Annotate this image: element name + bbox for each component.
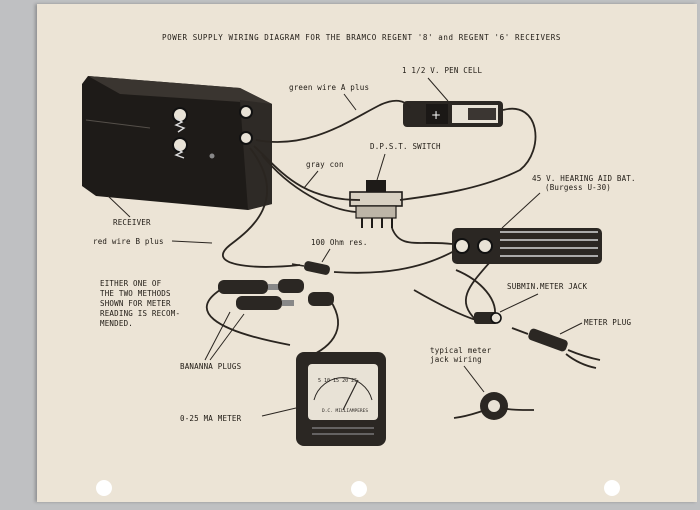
note-line-4: READING IS RECOM- — [100, 309, 180, 318]
meter-scale: 5 10 15 20 25 — [318, 378, 357, 384]
wire-green-a-plus — [255, 99, 411, 143]
submin-meter-jack — [474, 312, 502, 324]
typical-jack-wiring — [453, 392, 535, 420]
binder-hole-center — [351, 481, 367, 497]
banana-plugs — [218, 279, 334, 310]
label-banana-plugs: BANANNA PLUGS — [180, 362, 242, 371]
label-pen-cell: 1 1/2 V. PEN CELL — [402, 66, 482, 75]
label-red-wire: red wire B plus — [93, 237, 164, 246]
binder-hole-right — [604, 480, 620, 496]
wire-receiver-to-switch — [261, 154, 357, 213]
wire-banana-left — [205, 289, 291, 346]
label-meter: 0-25 MA METER — [180, 414, 242, 423]
note-line-3: SHOWN FOR METER — [100, 299, 171, 308]
wire-cell-to-switch — [399, 107, 537, 201]
binder-hole-left — [96, 480, 112, 496]
label-resistor: 100 Ohm res. — [311, 238, 368, 247]
page-title: POWER SUPPLY WIRING DIAGRAM FOR THE BRAM… — [162, 33, 561, 42]
note-line-1: EITHER ONE OF — [100, 279, 162, 288]
label-submin-jack: SUBMIN.METER JACK — [507, 282, 587, 291]
note-line-2: THE TWO METHODS — [100, 289, 171, 298]
receiver-box — [82, 76, 272, 210]
milliammeter: 5 10 15 20 25 D.C. MILLIAMPERES — [296, 352, 386, 446]
resistor — [291, 261, 331, 275]
label-hearing-aid-bat-line2: (Burgess U-30) — [545, 183, 611, 192]
label-gray-con: gray con — [306, 160, 344, 169]
dpst-switch — [349, 180, 403, 228]
wire-switch-to-battery — [391, 227, 453, 245]
hearing-aid-battery — [452, 228, 602, 264]
label-receiver: RECEIVER — [113, 218, 151, 227]
meter-face-label: D.C. MILLIAMPERES — [322, 408, 368, 414]
label-typical-line2: jack wiring — [430, 355, 482, 364]
pen-cell-plus-mark: + — [431, 108, 441, 122]
label-typical-line1: typical meter — [430, 346, 492, 355]
wire-battery-to-jack — [464, 261, 491, 321]
label-meter-plug: METER PLUG — [584, 318, 631, 327]
meter-plug — [511, 327, 601, 369]
wire-red-b-plus — [222, 147, 301, 268]
label-dpst-switch: D.P.S.T. SWITCH — [370, 142, 441, 151]
wire-jack-lead — [413, 289, 477, 321]
wire-resistor-to-battery — [333, 249, 457, 274]
wire-gray-con — [253, 145, 361, 201]
note-line-5: MENDED. — [100, 319, 133, 328]
label-hearing-aid-bat-line1: 45 V. HEARING AID BAT. — [532, 174, 636, 183]
label-green-wire: green wire A plus — [289, 83, 369, 92]
pen-cell: + — [403, 101, 503, 127]
wire-banana-right — [299, 299, 339, 361]
